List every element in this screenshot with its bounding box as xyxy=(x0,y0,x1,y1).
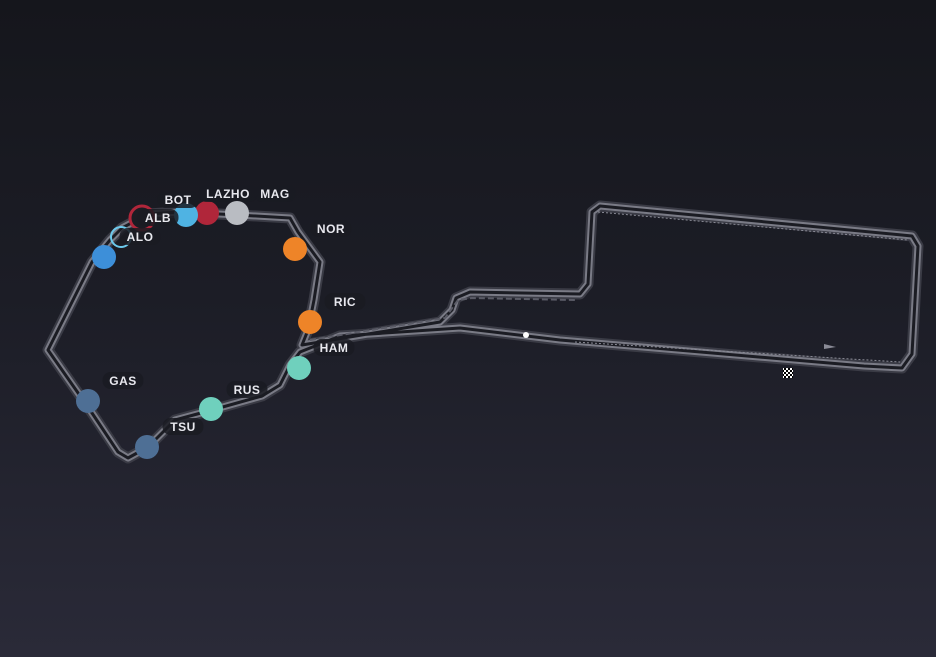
driver-marker-alb[interactable]: ALB xyxy=(128,204,179,232)
pit-lane xyxy=(309,296,576,341)
driver-label-bg xyxy=(254,185,296,202)
driver-label-bg xyxy=(310,220,352,237)
driver-marker-gas[interactable]: GAS xyxy=(76,372,144,413)
driver-marker-bot[interactable]: BOT xyxy=(157,191,199,227)
driver-label-bg xyxy=(198,185,258,202)
driver-marker-lazho[interactable]: LAZHO xyxy=(195,185,258,225)
driver-code-label: ALO xyxy=(127,230,154,244)
driver-marker-ham[interactable]: HAM xyxy=(287,339,355,380)
driver-dot[interactable] xyxy=(76,389,100,413)
driver-marker-mag[interactable]: MAG xyxy=(225,185,296,225)
driver-code-label: RIC xyxy=(334,295,356,309)
driver-dot[interactable] xyxy=(174,203,198,227)
race-track xyxy=(42,200,924,464)
track-surface xyxy=(46,204,920,460)
driver-code-label: LAZHO xyxy=(206,187,250,201)
driver-dot[interactable] xyxy=(195,201,219,225)
driver-dot[interactable] xyxy=(135,435,159,459)
driver-marker-rus[interactable]: RUS xyxy=(199,381,268,421)
driver-code-label: HAM xyxy=(320,341,349,355)
driver-dot[interactable] xyxy=(225,201,249,225)
driver-label-bg xyxy=(137,209,179,226)
driver-code-label: NOR xyxy=(317,222,345,236)
driver-code-label: TSU xyxy=(170,420,196,434)
driver-label-bg xyxy=(226,381,268,398)
driver-dot[interactable] xyxy=(287,356,311,380)
driver-dot[interactable] xyxy=(199,397,223,421)
driver-code-label: ALB xyxy=(145,211,171,225)
driver-marker-nor[interactable]: NOR xyxy=(283,220,352,261)
driver-label-bg xyxy=(313,339,355,356)
driver-code-label: RUS xyxy=(234,383,261,397)
driver-code-label: GAS xyxy=(109,374,137,388)
driver-label-bg xyxy=(157,191,199,208)
driver-marker-ric[interactable]: RIC xyxy=(298,293,366,334)
driver-dot[interactable] xyxy=(92,245,116,269)
driver-dot[interactable] xyxy=(298,310,322,334)
direction-arrow-icon xyxy=(824,344,836,349)
sector-marker-dot xyxy=(523,332,529,338)
driver-code-label: MAG xyxy=(260,187,290,201)
driver-marker-tsu[interactable]: TSU xyxy=(135,418,204,459)
driver-label-bg xyxy=(102,372,144,389)
driver-label-bg xyxy=(119,228,161,245)
driver-label-bg xyxy=(324,293,366,310)
driver-code-label: BOT xyxy=(165,193,192,207)
driver-dot[interactable] xyxy=(283,237,307,261)
checkered-flag-icon xyxy=(783,368,793,378)
driver-marker-alo[interactable]: ALO xyxy=(92,228,161,269)
driver-label-bg xyxy=(162,418,204,435)
driver-markers: LAZHO MAG BOT ALB ALO NOR RIC HAM RUS TSU GAS xyxy=(76,185,366,459)
